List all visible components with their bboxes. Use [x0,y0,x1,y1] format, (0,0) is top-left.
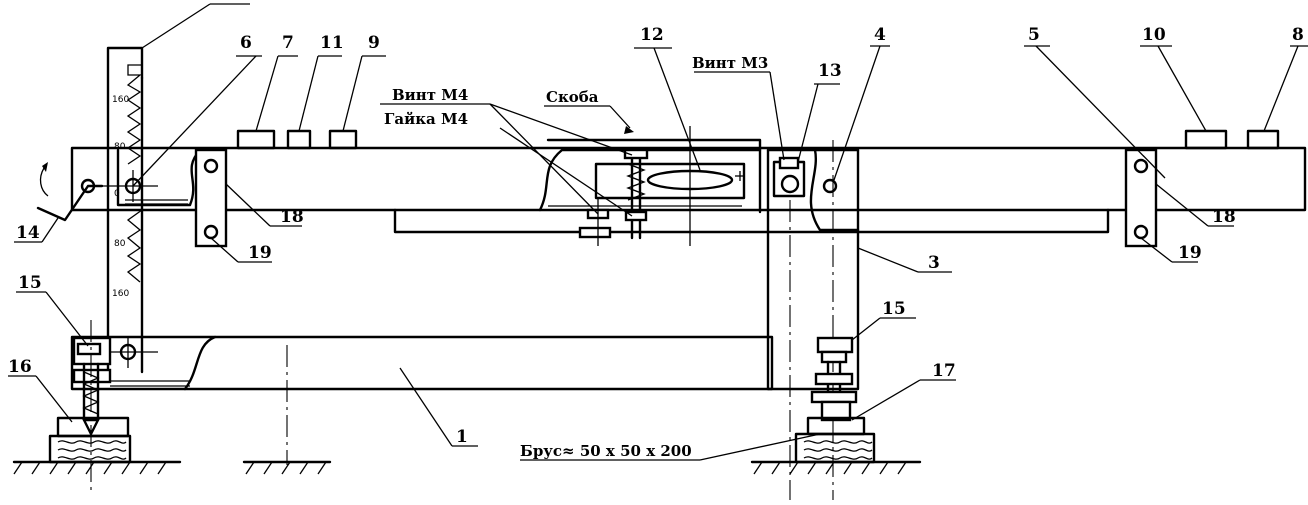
label-15-left: 15 [18,273,42,293]
label-18-right: 18 [1212,207,1236,227]
bracket-left [194,148,228,248]
label-17: 17 [932,361,956,381]
label-16: 16 [8,357,32,377]
scale-tick-label: 0 [114,189,120,199]
caption-screw-m4: Винт М4 [392,86,468,104]
scale-tick-label: 160 [112,289,129,299]
scale-tick-label: 80 [114,239,126,249]
label-4: 4 [874,25,886,45]
label-12: 12 [640,25,664,45]
scale-tick-label: 80 [114,142,126,152]
captions: Винт М4 Гайка М4 Скоба Винт М3 Брус≈ 50 … [384,54,768,460]
caption-bracket: Скоба [546,88,599,106]
label-19-right: 19 [1178,243,1202,263]
right-post [766,140,860,500]
label-11: 11 [320,33,344,53]
label-3: 3 [928,253,940,273]
bracket-right [1124,148,1158,248]
ground-lines [12,460,922,475]
label-13: 13 [818,61,842,81]
caption-nut-m4: Гайка М4 [384,110,468,128]
label-1: 1 [456,427,468,447]
scale-tick-label: 160 [112,95,129,105]
level-vial [538,126,762,246]
label-8: 8 [1292,25,1304,45]
label-10: 10 [1142,25,1166,45]
label-18-left: 18 [280,207,304,227]
leader-lines [8,3,1308,461]
label-9: 9 [368,33,380,53]
label-15-right: 15 [882,299,906,319]
caption-bar: Брус≈ 50 x 50 x 200 [520,442,692,460]
label-6: 6 [240,33,252,53]
right-foot [794,336,876,464]
label-5: 5 [1028,25,1040,45]
label-19-left: 19 [248,243,272,263]
label-7: 7 [282,33,294,53]
pointer-arm [36,162,104,222]
lower-beam [70,335,774,465]
caption-screw-m3: Винт М3 [692,54,768,72]
scale-bar: 160 80 0 80 160 [100,46,158,374]
label-14: 14 [16,223,40,243]
part-labels: 6 7 11 9 12 13 4 5 10 8 18 19 18 19 14 1… [8,25,1304,447]
